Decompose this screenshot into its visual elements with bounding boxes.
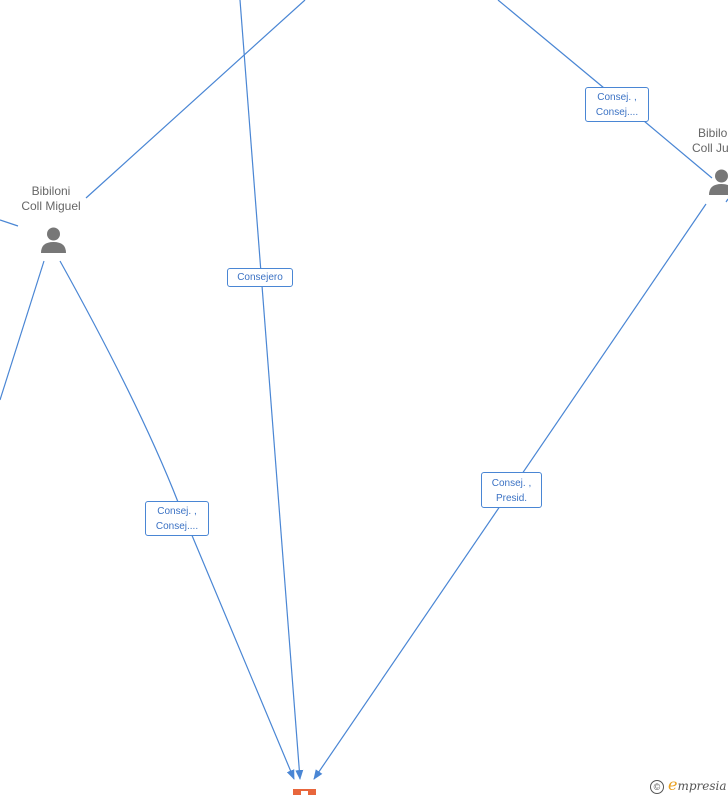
- person-name-bibiloni-coll-miguel[interactable]: Bibiloni Coll Miguel: [21, 184, 81, 213]
- person-icon[interactable]: [39, 225, 68, 254]
- person-name-bibiloni-coll-ju[interactable]: Bibilo Coll Ju: [692, 126, 728, 155]
- copyright-notice: © empresia: [650, 775, 727, 794]
- edge-miguel-down-left[interactable]: [0, 260, 45, 401]
- edge-label-consejero[interactable]: Consejero: [227, 268, 293, 287]
- brand-logo-text: mpresia: [677, 779, 727, 793]
- copyright-icon: ©: [650, 779, 664, 794]
- building-icon[interactable]: [293, 789, 316, 795]
- brand-logo-initial: e: [668, 775, 678, 794]
- edge-label-consej-consej-left[interactable]: Consej. , Consej....: [145, 501, 209, 536]
- edge-miguel-company[interactable]: [59, 260, 295, 780]
- edge-label-consej-consej-top[interactable]: Consej. , Consej....: [585, 87, 649, 122]
- edge-consejero[interactable]: [239, 0, 304, 780]
- edge-left-into-miguel[interactable]: [0, 219, 19, 227]
- edge-label-consej-presid[interactable]: Consej. , Presid.: [481, 472, 542, 508]
- edge-miguel-upper[interactable]: [85, 0, 306, 199]
- edge-top-to-ju[interactable]: [497, 0, 713, 179]
- person-icon[interactable]: [707, 167, 728, 196]
